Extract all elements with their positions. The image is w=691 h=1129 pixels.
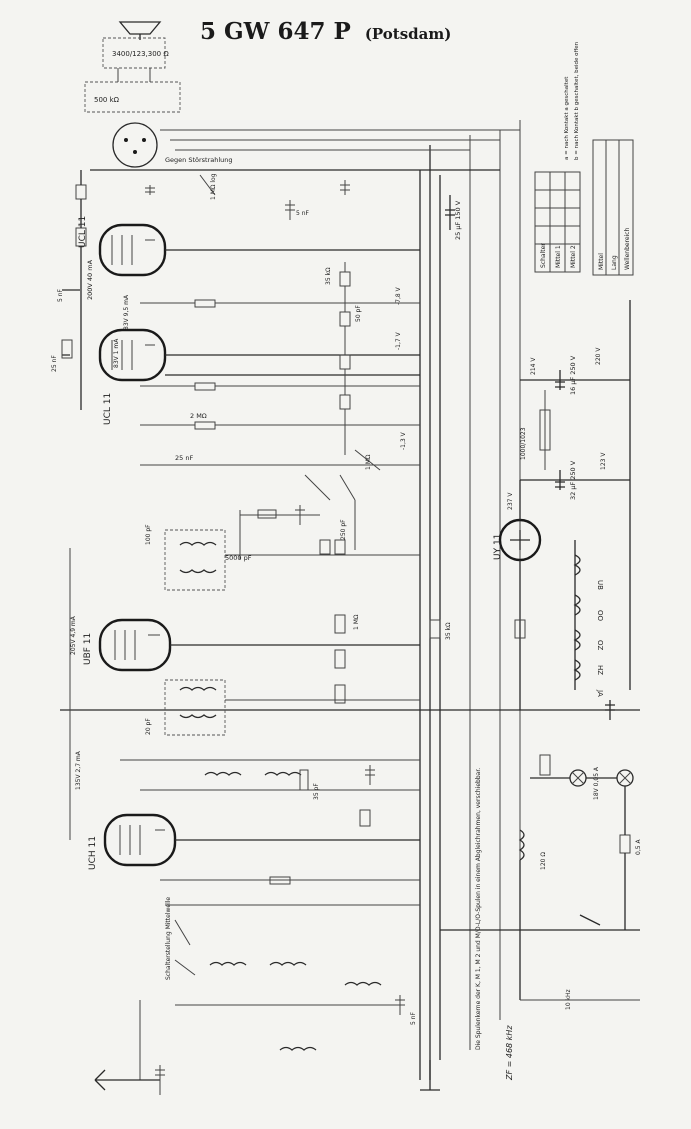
tube-ucl11-bottom: UCL 11 83V 1 mA 83V 9,5 mA xyxy=(98,294,420,425)
v-214-label: 214 V xyxy=(530,357,537,375)
filter-capacitors: 25 µF 150 V 16 µF 250 V 32 µF 250 V 1000… xyxy=(445,195,631,580)
r-35k-label: 35 kΩ xyxy=(325,267,332,285)
cap-32-label: 32 µF 250 V xyxy=(569,460,577,500)
r-1m-label: 1 MΩ xyxy=(353,614,360,630)
fuse-label: 0,5 A xyxy=(635,839,642,855)
mittel1-label: Mittel 1 xyxy=(555,245,562,268)
loudspeaker-symbol xyxy=(118,21,162,40)
antenna-input xyxy=(94,1060,440,1095)
cap-25-label: 25 µF 150 V xyxy=(454,200,462,240)
heater-chain: UB OO OZ HZ JA xyxy=(60,540,640,720)
tube-ubf11: UBF 11 205V 4,9 mA xyxy=(69,548,420,840)
output-socket: Gegen Störstrahlung xyxy=(112,122,233,168)
ratio2-label: 500 kΩ xyxy=(94,96,120,104)
r-25mohm-label: 2 MΩ xyxy=(190,412,207,420)
c-250p-label: 250 pF xyxy=(340,519,347,540)
detector-network: 250 pF 1 MΩ 35 kΩ xyxy=(239,474,452,704)
note-kontakt-a: a = nach Kontakt a geschaltet xyxy=(564,76,570,160)
mittel2-label: Mittel 2 xyxy=(570,245,577,268)
if-transformers: 5000 pF 100 pF 20 pF xyxy=(145,524,420,736)
v-78-label: -7,8 V xyxy=(395,286,402,305)
coil-ja: JA xyxy=(596,689,604,697)
bus-lines xyxy=(90,120,521,1080)
cap-16-label: 16 µF 250 V xyxy=(569,355,577,395)
tube-uy11: UY 11 237 V xyxy=(493,480,542,710)
coil-hz: HZ xyxy=(596,665,604,675)
c-1nf-label: 5 nF xyxy=(57,288,64,302)
schalterstellung-label: Schalterstellung Mittelwelle xyxy=(165,897,172,980)
c-35p-label: 35 pF xyxy=(313,783,320,800)
v-237-label: 237 V xyxy=(507,492,514,510)
zf-label: ZF = 468 kHz xyxy=(505,1025,514,1081)
c-25nf-2-label: 25 nF xyxy=(175,454,193,462)
title-main: 5 GW 647 P xyxy=(200,18,351,45)
ucl-top-anode: 200V 40 mA xyxy=(86,259,94,300)
mains-res-label: 1000/1023 xyxy=(520,427,527,460)
c-25nf-label: 25 nF xyxy=(51,355,58,372)
c-5nf-label: 5 nF xyxy=(296,210,310,217)
mittel-label: Mittel xyxy=(598,253,605,270)
tube-label-ucl11-bottom: UCL 11 xyxy=(103,393,113,425)
c-5nf-bottom: 5 nF xyxy=(410,1011,417,1025)
band-switch: Schalterstellung Mittelwelle 5 nF xyxy=(139,876,420,1080)
c-20p-label: 20 pF xyxy=(145,718,152,735)
lamp-label: 18V 0,05 A xyxy=(593,766,600,800)
wellenbereich-label: Wellenbereich xyxy=(624,227,631,270)
coil-oz: OZ xyxy=(596,640,604,651)
switch-table: Schalter Mittel 1 Mittel 2 Mittel Lang W… xyxy=(534,41,634,276)
mains-choke: 120 Ω xyxy=(440,829,640,1000)
page-title: 5 GW 647 P (Potsdam) xyxy=(200,18,451,45)
c-5000p-label: 5000 pF xyxy=(225,554,252,562)
tube-label-uy11: UY 11 xyxy=(493,534,503,560)
v-123-label: 123 V xyxy=(600,452,607,470)
lang-label: Lang xyxy=(611,255,618,270)
tube-label-ucl11-top: UCL 11 xyxy=(78,216,88,248)
rc-network-mid: 35 kΩ 50 pF 1 MΩ -7,8 V -1,3 V -1,7 V xyxy=(325,262,407,471)
ubf-anode: 205V 4,9 mA xyxy=(70,615,77,655)
tube-uch11: UCH 11 135V 2,7 mA xyxy=(75,750,420,870)
c-100p-label: 100 pF xyxy=(145,524,152,545)
ucl-bot-anode: 83V 1 mA xyxy=(113,338,120,368)
output-transformer: 3400/123,300 Ω 500 kΩ xyxy=(84,37,181,113)
gegen-stoer-label: Gegen Störstrahlung xyxy=(165,156,233,164)
oscillator-coils: 35 pF xyxy=(204,765,375,827)
coil-ub: UB xyxy=(596,580,604,590)
v-220-label: 220 V xyxy=(595,347,602,365)
schalter-label: Schalter xyxy=(540,243,547,268)
tube-label-uch11: UCH 11 xyxy=(88,836,98,870)
note-kontakt-b: b = nach Kontakt b geschaltet, beide off… xyxy=(574,41,580,160)
bottom-notes: Die Spulenkerne der K, M 1, M 2 und M/O-… xyxy=(475,768,640,1081)
ucl-bot-screen: 83V 9,5 mA xyxy=(123,294,130,330)
coil-oo: OO xyxy=(596,610,604,622)
c-50pf-label: 50 pF xyxy=(355,305,362,322)
tube-label-ubf11: UBF 11 xyxy=(83,633,93,665)
ucl-left-network: 5 nF 25 nF xyxy=(51,170,87,410)
vol-label: 1 MΩ log xyxy=(210,173,217,200)
v-17-label: -1,7 V xyxy=(395,331,402,350)
uch-anode: 135V 2,7 mA xyxy=(75,750,82,790)
ratio-label: 3400/123,300 Ω xyxy=(112,50,169,58)
rail-resistors: 2 MΩ 25 nF 5 nF 1 MΩ log xyxy=(140,173,420,466)
tube-ucl11-top: UCL 11 200V 40 mA xyxy=(78,216,420,300)
spulen-note: Die Spulenkerne der K, M 1, M 2 und M/O-… xyxy=(475,768,482,1050)
title-subtitle: (Potsdam) xyxy=(364,25,452,43)
r-2k-label: 35 kΩ xyxy=(445,622,452,640)
pilot-lamps: 18V 0,05 A 0,5 A xyxy=(530,754,642,930)
choke-label: 120 Ω xyxy=(540,852,547,870)
vol-label-2: 1 MΩ xyxy=(365,454,372,470)
v-13-label: -1,3 V xyxy=(400,431,407,450)
